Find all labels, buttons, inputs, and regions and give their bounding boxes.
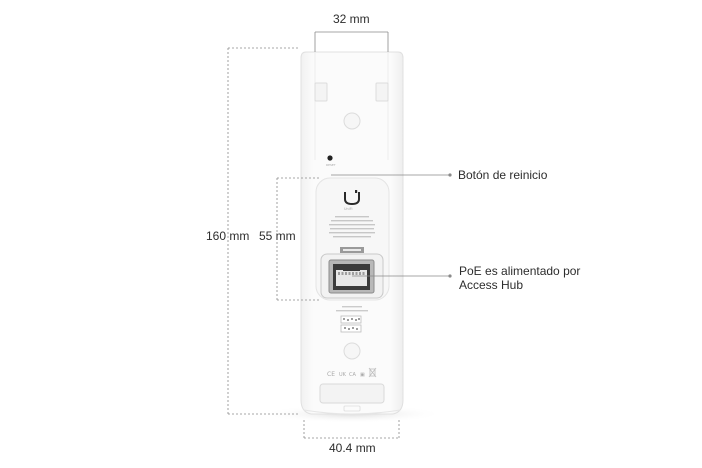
qr-code-icon — [340, 315, 362, 333]
svg-text:UniFi: UniFi — [344, 207, 353, 211]
svg-text:CA: CA — [349, 372, 356, 378]
svg-text:RESET: RESET — [326, 163, 336, 167]
label-top-width: 32 mm — [333, 12, 370, 26]
bottom-slot — [319, 383, 385, 404]
screw-hole-bottom — [343, 342, 361, 360]
dimension-port-height — [276, 177, 320, 301]
recycle-bin-icon — [368, 367, 377, 378]
ubiquiti-logo-icon — [344, 190, 360, 206]
regulatory-text — [329, 216, 375, 238]
svg-text:▣: ▣ — [360, 372, 365, 378]
callout-poe-label: PoE es alimentado por Access Hub — [459, 264, 599, 292]
svg-text:UK: UK — [339, 372, 347, 378]
dimension-bottom-width — [303, 420, 400, 439]
callout-poe-line — [352, 274, 452, 278]
label-total-height: 160 mm — [206, 229, 250, 243]
mounting-rails — [314, 52, 389, 160]
callout-reset-label: Botón de reinicio — [458, 168, 548, 182]
svg-text:CE: CE — [327, 371, 335, 378]
screw-hole-top — [343, 112, 361, 130]
dimension-top-width — [314, 31, 389, 52]
ce-mark-icon: CE UK CA ▣ — [327, 371, 365, 378]
callout-reset-line — [331, 173, 452, 177]
reset-button[interactable] — [327, 155, 333, 161]
mount-slot-right — [375, 82, 389, 102]
callout-poe-line2: Access Hub — [459, 278, 524, 292]
label-port-height: 55 mm — [259, 229, 296, 243]
dimension-total-height — [227, 47, 300, 415]
mount-slot-left — [314, 82, 328, 102]
callout-poe-line1: PoE es alimentado por — [459, 264, 581, 278]
serial-text — [336, 306, 368, 312]
label-bottom-width: 40.4 mm — [329, 441, 376, 455]
